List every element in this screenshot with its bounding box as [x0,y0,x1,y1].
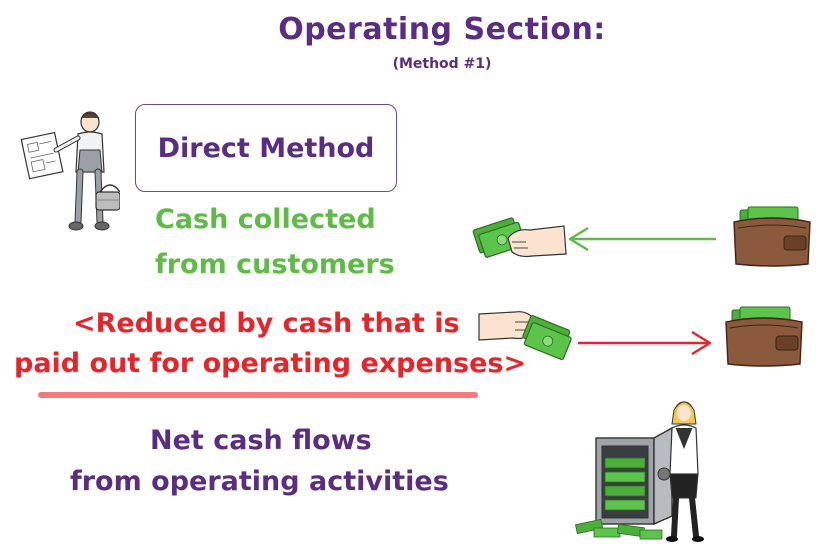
outflow-arrow [578,330,712,356]
page-subtitle: (Method #1) [392,56,492,72]
net-cash-flows-line1: Net cash flows [150,425,372,456]
net-cash-flows-line2: from operating activities [70,466,449,497]
man-with-basket-icon [20,111,120,231]
reduced-by-line2: paid out for operating expenses> [14,348,527,379]
red-underline [38,392,478,398]
wallet-icon [725,306,803,367]
hand-receiving-money-icon [472,217,567,258]
cash-collected-line2: from customers [155,249,395,280]
woman-with-safe-icon [574,401,704,542]
direct-method-box: Direct Method [135,104,397,192]
wallet-icon [733,206,811,267]
inflow-arrow [568,226,716,252]
reduced-by-line1: <Reduced by cash that is [73,308,460,339]
page-title: Operating Section: [278,12,606,47]
direct-method-label: Direct Method [157,132,375,164]
cash-collected-line1: Cash collected [155,204,376,235]
hand-giving-money-icon [478,311,572,361]
